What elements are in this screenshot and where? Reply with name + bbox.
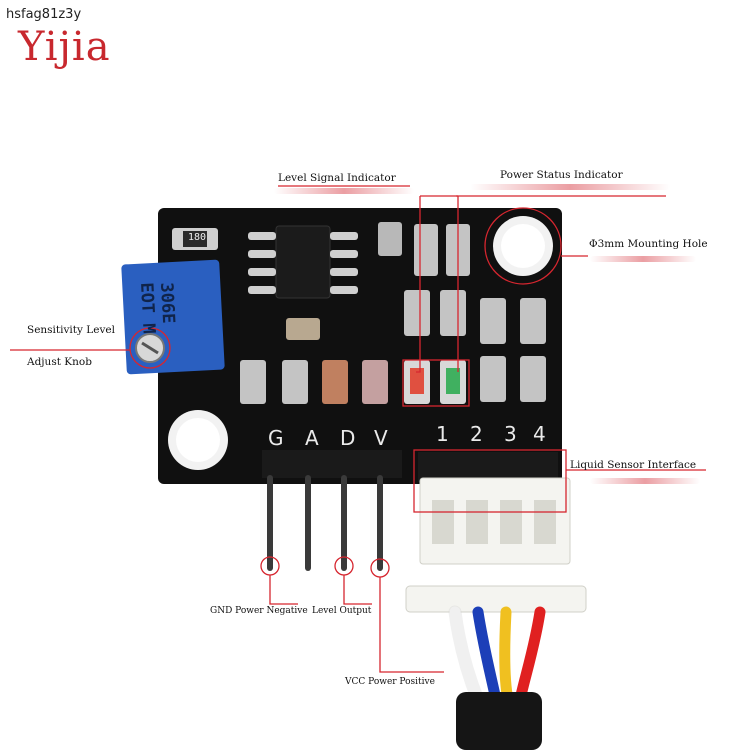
label-level-signal-indicator: Level Signal Indicator [278, 172, 396, 184]
pot-marking-2: EOT M [136, 282, 159, 335]
label-adjust-knob: Adjust Knob [27, 356, 92, 368]
wire-sleeve [456, 692, 542, 750]
label-mounting-hole: Φ3mm Mounting Hole [589, 238, 708, 250]
highlight-leds [402, 359, 470, 407]
pin-label-a: A [305, 426, 319, 450]
pin-label-v: V [374, 426, 388, 450]
connector-number-1: 1 [436, 422, 449, 446]
liquid-sensor-connector [419, 477, 571, 565]
connector-number-4: 4 [533, 422, 546, 446]
label-vcc-power-positive: VCC Power Positive [345, 677, 435, 687]
brand-logo: Yijia [18, 24, 111, 70]
pin-label-g: G [268, 426, 284, 450]
label-underline [590, 478, 700, 484]
connector-number-2: 2 [470, 422, 483, 446]
label-underline [274, 188, 414, 194]
label-power-status-indicator: Power Status Indicator [500, 169, 623, 181]
label-liquid-sensor-interface: Liquid Sensor Interface [570, 459, 697, 471]
label-sensitivity-level: Sensitivity Level [27, 324, 115, 336]
highlight-connector [413, 449, 567, 513]
highlight-mounting-hole [484, 207, 562, 285]
label-underline [590, 256, 696, 262]
highlight-pot-knob [129, 327, 171, 369]
pot-marking: 306E [156, 282, 179, 324]
label-gnd-power-negative: GND Power Negative [210, 606, 308, 616]
liquid-sensor-connector-top [418, 452, 558, 482]
pin-label-d: D [340, 426, 356, 450]
label-level-output: Level Output [312, 606, 372, 616]
sensor-wires [448, 605, 546, 707]
header-pins [267, 475, 383, 571]
resistor-code: 180 [188, 232, 207, 243]
annotation-lines [10, 185, 706, 673]
label-underline [470, 184, 670, 190]
ic-chip [275, 225, 331, 299]
pin-header [262, 450, 402, 478]
watermark-text: hsfag81z3y [6, 7, 82, 22]
connector-number-3: 3 [504, 422, 517, 446]
